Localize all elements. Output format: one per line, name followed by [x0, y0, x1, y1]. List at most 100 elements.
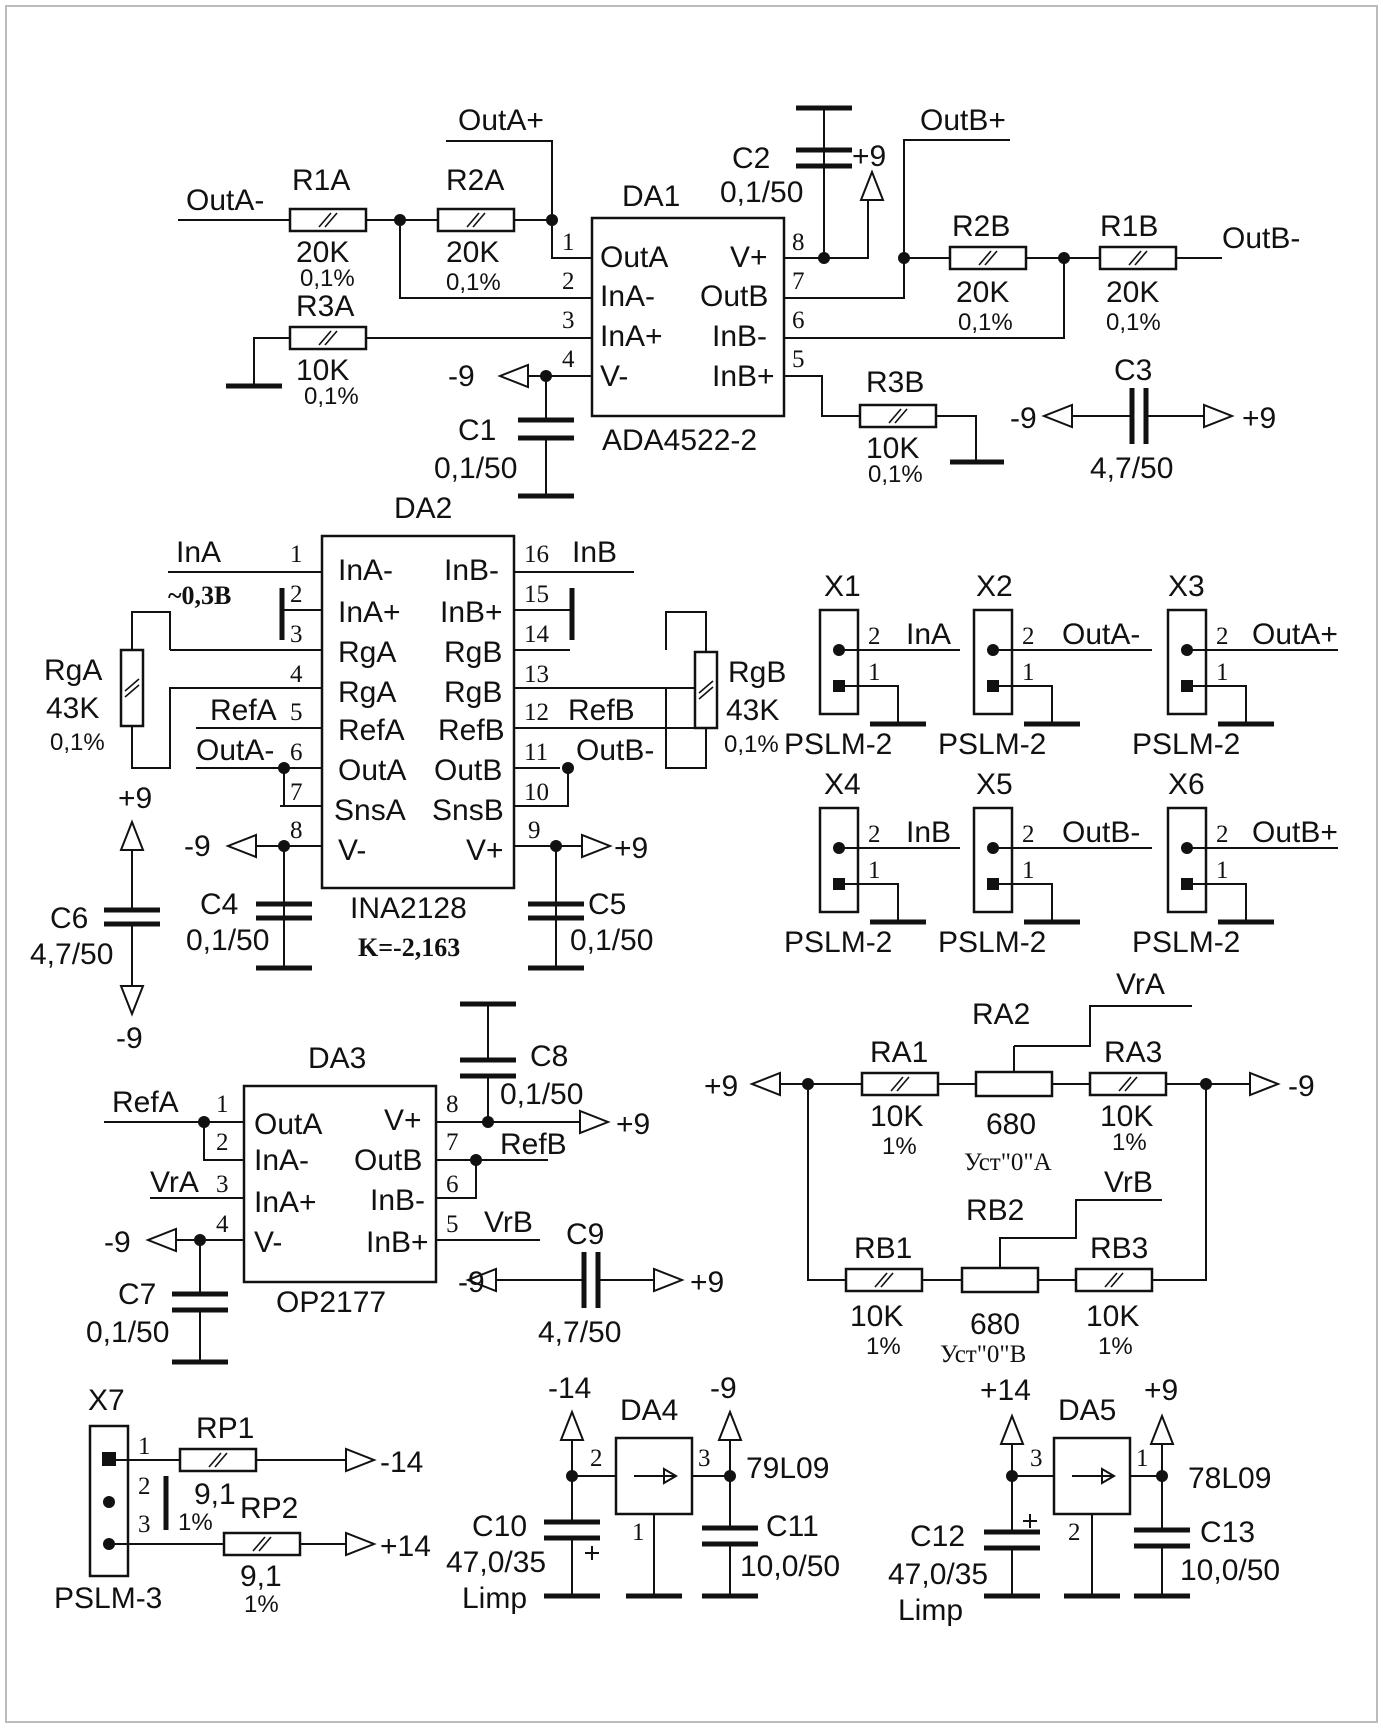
- net-vrb: VrB: [484, 1206, 533, 1239]
- rb3-value: 10K: [1086, 1300, 1139, 1333]
- net-vneg: -9: [710, 1372, 737, 1405]
- da5-pin-gnd: 2: [1068, 1519, 1081, 1546]
- net-ina-level: ~0,3B: [168, 581, 231, 610]
- r3b-id: R3B: [866, 366, 924, 399]
- connector-x4: X4 2 1 InB PSLM-2: [784, 768, 960, 959]
- connector-x2: X2 2 1 OutA- PSLM-2: [938, 570, 1152, 761]
- net-vin-pos: +14: [380, 1530, 431, 1563]
- rp2-id: RP2: [240, 1492, 298, 1525]
- c5-id: C5: [588, 888, 626, 921]
- da2-pin-num: 13: [524, 661, 549, 688]
- da1-pin-name: InA+: [600, 320, 663, 353]
- x3-type: PSLM-2: [1132, 728, 1240, 761]
- da2-pin-name: SnsA: [334, 794, 406, 827]
- net-vneg: -9: [1288, 1070, 1315, 1103]
- da5-label: DA5: [1058, 1394, 1116, 1427]
- x3-id: X3: [1168, 570, 1205, 603]
- c8-id: C8: [530, 1040, 568, 1073]
- x2-signal: OutA-: [1062, 618, 1140, 651]
- net-vpos: +9: [118, 782, 152, 815]
- net-vin-neg: -14: [548, 1372, 591, 1405]
- net-vneg: -9: [458, 1266, 485, 1299]
- connector-x3: X3 2 1 OutA+ PSLM-2: [1132, 570, 1338, 761]
- x6-id: X6: [1168, 768, 1205, 801]
- da3-pin-name: V-: [254, 1226, 282, 1259]
- da2-pin-num: 14: [524, 621, 550, 648]
- da2-pin-name: RefB: [438, 714, 505, 747]
- rgb-tol: 0,1%: [724, 731, 779, 758]
- net-refa: RefA: [210, 694, 277, 727]
- rb2-note: Уст"0"В: [940, 1341, 1026, 1368]
- x1-id: X1: [824, 570, 861, 603]
- x4-type: PSLM-2: [784, 926, 892, 959]
- connector-x6: X6 2 1 OutB+ PSLM-2: [1132, 768, 1338, 959]
- net-refb: RefB: [568, 694, 635, 727]
- x1-signal: InA: [906, 618, 951, 651]
- da5-part: 78L09: [1188, 1462, 1271, 1495]
- r1b-id: R1B: [1100, 210, 1158, 243]
- da4-pin-out: 3: [698, 1445, 711, 1472]
- ra3-value: 10K: [1100, 1100, 1153, 1133]
- net-vpos: +9: [690, 1266, 724, 1299]
- da2-pin-num: 7: [290, 779, 303, 806]
- offset-network: +9 -9 RA1 10K 1% RA2 680 Уст"0"А RA3 10K…: [704, 968, 1315, 1368]
- x2-pin: 1: [1022, 659, 1035, 686]
- r3a-value: 10K: [296, 354, 349, 387]
- x5-pin: 1: [1022, 857, 1035, 884]
- da2-pin-name: V+: [466, 834, 504, 867]
- r1a-id: R1A: [292, 164, 350, 197]
- da2-pin-num: 11: [524, 739, 548, 766]
- da3-pin-name: OutA: [254, 1108, 322, 1141]
- da2-pin-num: 2: [290, 581, 303, 608]
- da3-pin-num: 3: [216, 1171, 229, 1198]
- r1b-tol: 0,1%: [1106, 309, 1161, 336]
- da2-pin-num: 16: [524, 541, 549, 568]
- x4-pin: 1: [868, 857, 881, 884]
- x7-pin: 3: [138, 1511, 151, 1538]
- r1a-value: 20K: [296, 236, 349, 269]
- da2-pin-name: RgA: [338, 636, 396, 669]
- net-vpos: +9: [704, 1070, 738, 1103]
- da1-chip: [590, 216, 786, 418]
- da2-pin-num: 3: [290, 621, 303, 648]
- ra1-tol: 1%: [882, 1133, 917, 1160]
- net-outa-minus: OutA-: [186, 184, 264, 217]
- rb3-tol: 1%: [1098, 1333, 1133, 1360]
- r1a-tol: 0,1%: [300, 265, 355, 292]
- net-outb-minus: OutB-: [1222, 222, 1300, 255]
- x4-pin: 2: [868, 821, 881, 848]
- connector-x5: X5 2 1 OutB- PSLM-2: [938, 768, 1152, 959]
- c10-id: C10: [472, 1510, 527, 1543]
- x1-pin: 1: [868, 659, 881, 686]
- ra2-id: RA2: [972, 998, 1030, 1031]
- da3-pin-name: InA+: [254, 1186, 317, 1219]
- da1-part: ADA4522-2: [602, 424, 757, 457]
- rb2-id: RB2: [966, 1194, 1024, 1227]
- net-vpos: +9: [616, 1108, 650, 1141]
- net-outa-plus: OutA+: [458, 104, 544, 137]
- da1-pin-name: InB+: [712, 360, 775, 393]
- da1-pin-name: OutA: [600, 241, 668, 274]
- da4-label: DA4: [620, 1394, 678, 1427]
- rb1-tol: 1%: [866, 1333, 901, 1360]
- x6-pin: 2: [1216, 821, 1229, 848]
- outer-frame: [5, 5, 1378, 1723]
- c6-value: 4,7/50: [30, 938, 113, 971]
- da2-pin-num: 6: [290, 739, 303, 766]
- net-vra: VrA: [1116, 968, 1165, 1001]
- net-vneg: -9: [1010, 402, 1037, 435]
- c9-value: 4,7/50: [538, 1316, 621, 1349]
- da2-pin-num: 9: [528, 817, 541, 844]
- connectors-x1-x6: X1 2 1 InA PSLM-2 X2 2 1 OutA- PSLM-2 X3…: [784, 570, 1338, 959]
- x3-pin: 1: [1216, 659, 1229, 686]
- c12-value: 47,0/35: [888, 1558, 988, 1591]
- x5-pin: 2: [1022, 821, 1035, 848]
- c4-value: 0,1/50: [186, 924, 269, 957]
- r3b-tol: 0,1%: [868, 461, 923, 488]
- net-vneg: -9: [184, 830, 211, 863]
- r2a-tol: 0,1%: [446, 269, 501, 296]
- net-vpos: +9: [852, 140, 886, 173]
- da3-pin-name: V+: [384, 1104, 422, 1137]
- x7-type: PSLM-3: [54, 1582, 162, 1615]
